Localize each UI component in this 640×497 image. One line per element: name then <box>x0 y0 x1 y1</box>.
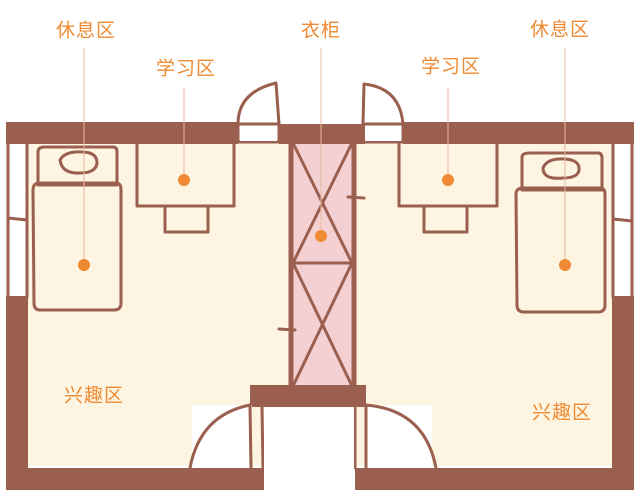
bottom-center-wall <box>250 385 366 407</box>
left-window-frame <box>6 138 29 299</box>
wardrobe-outline <box>290 141 355 388</box>
label-rest-zone-left: 休息区 <box>55 19 117 42</box>
right-window-frame <box>611 138 634 299</box>
left-chair <box>163 204 210 234</box>
left-desk <box>135 141 236 208</box>
bottom-wall-right <box>355 468 634 490</box>
right-wall-lower <box>612 296 634 490</box>
top-wall-center <box>279 124 365 144</box>
left-bed-headboard <box>36 145 119 187</box>
marker-dot-study-right <box>442 174 454 186</box>
bottom-door-right-area <box>366 405 432 468</box>
top-wall-left <box>6 122 238 144</box>
label-study-zone-left: 学习区 <box>155 57 217 80</box>
marker-dot-rest-right <box>559 259 571 271</box>
bottom-wall-left <box>6 468 264 490</box>
left-wall-lower <box>6 296 28 490</box>
label-wardrobe: 衣柜 <box>300 19 342 42</box>
marker-dot-wardrobe <box>315 230 327 242</box>
label-rest-zone-right: 休息区 <box>529 18 591 41</box>
top-door-right-gap <box>365 126 401 141</box>
hallway-gap <box>264 407 354 497</box>
marker-dot-study-left <box>178 174 190 186</box>
top-wall-right <box>403 122 634 144</box>
label-study-zone-right: 学习区 <box>420 55 482 78</box>
right-bed-pillow <box>541 157 581 180</box>
right-bed-mattress <box>514 186 607 314</box>
bottom-door-right <box>353 403 438 470</box>
right-bed-headboard <box>520 151 604 192</box>
right-desk <box>397 141 499 208</box>
top-door-left <box>236 81 281 144</box>
left-room-floor <box>26 140 292 466</box>
bottom-door-left <box>188 403 265 470</box>
top-door-left-gap <box>240 126 277 141</box>
label-interest-zone-right: 兴趣区 <box>531 401 593 424</box>
right-chair <box>422 204 469 234</box>
left-bed-mattress <box>31 181 123 312</box>
marker-dot-rest-left <box>78 259 90 271</box>
wardrobe-handle-left <box>277 327 297 332</box>
left-bed-pillow <box>58 150 99 175</box>
top-door-right <box>361 82 405 144</box>
label-interest-zone-left: 兴趣区 <box>63 384 125 407</box>
